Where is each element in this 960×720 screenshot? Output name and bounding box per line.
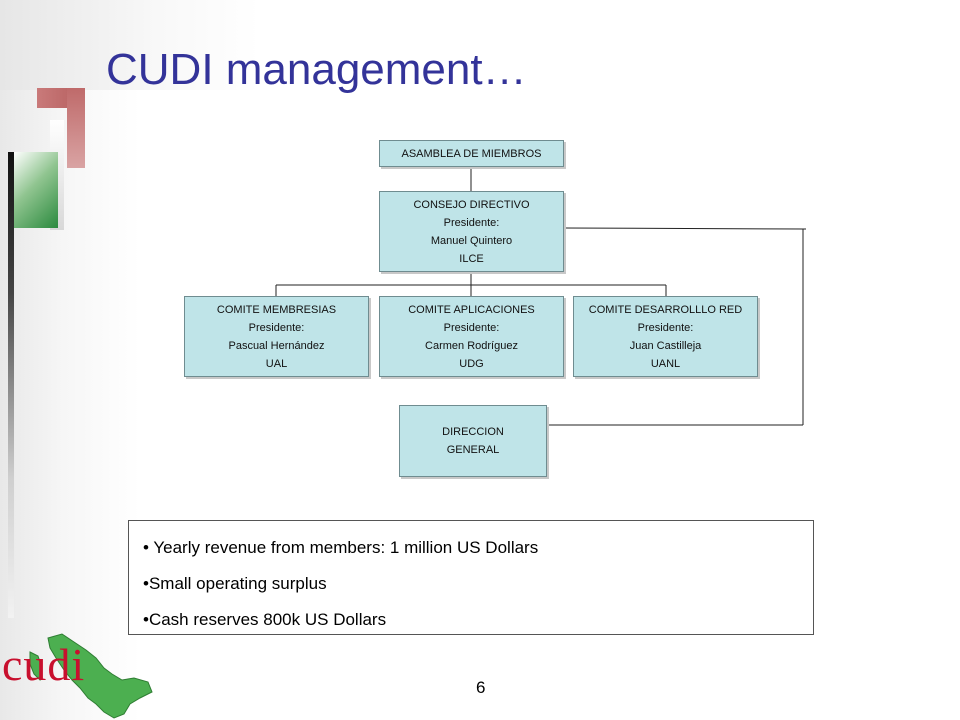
box-desarrollo-line-3: Juan Castilleja: [629, 339, 702, 352]
box-membresias-line-3: Pascual Hernández: [228, 339, 325, 352]
box-direccion-line-2: GENERAL: [446, 444, 500, 456]
box-desarrollo-line-2: Presidente:: [637, 321, 694, 334]
decorative-black-bar: [8, 152, 14, 618]
box-aplicaciones-line-4: UDG: [459, 357, 484, 370]
box-asamblea-line: ASAMBLEA DE MIEMBROS: [401, 147, 542, 160]
box-membresias-line-4: UAL: [265, 357, 288, 370]
mexico-map-icon: [29, 633, 153, 719]
box-comite-membresias: COMITE MEMBRESIAS Presidente: Pascual He…: [184, 296, 369, 377]
summary-item-reserves: •Cash reserves 800k US Dollars: [143, 610, 387, 629]
box-comite-desarrollo-red: COMITE DESARROLLLO RED Presidente: Juan …: [573, 296, 758, 377]
box-direccion-line-1: DIRECCION: [442, 426, 504, 438]
box-consejo-directivo: CONSEJO DIRECTIVO Presidente: Manuel Qui…: [379, 191, 564, 272]
box-consejo-line-3: Manuel Quintero: [430, 234, 513, 247]
box-aplicaciones-line-3: Carmen Rodríguez: [425, 339, 518, 352]
decorative-top-fade: [0, 0, 260, 90]
box-aplicaciones-line-1: COMITE APLICACIONES: [408, 303, 535, 316]
box-aplicaciones-line-2: Presidente:: [443, 321, 500, 334]
summary-item-surplus: •Small operating surplus: [143, 574, 327, 593]
box-consejo-line-1: CONSEJO DIRECTIVO: [413, 198, 530, 211]
box-asamblea: ASAMBLEA DE MIEMBROS: [379, 140, 564, 167]
summary-box: • Yearly revenue from members: 1 million…: [128, 520, 814, 635]
summary-item-revenue: • Yearly revenue from members: 1 million…: [143, 538, 539, 557]
box-comite-aplicaciones: COMITE APLICACIONES Presidente: Carmen R…: [379, 296, 564, 377]
cudi-logo: cudi: [2, 639, 86, 690]
box-desarrollo-line-4: UANL: [650, 357, 681, 370]
box-consejo-line-4: ILCE: [459, 252, 484, 265]
box-membresias-line-2: Presidente:: [248, 321, 305, 334]
box-desarrollo-line-1: COMITE DESARROLLLO RED: [588, 303, 743, 316]
decorative-green-block: [14, 152, 58, 228]
box-consejo-line-2: Presidente:: [443, 216, 500, 229]
decorative-red-side: [67, 88, 85, 168]
connector-consejo-right: [562, 227, 807, 230]
slide-title: CUDI management…: [106, 45, 527, 94]
box-membresias-line-1: COMITE MEMBRESIAS: [216, 303, 337, 316]
page-number: 6: [476, 678, 486, 697]
box-direccion-general: DIRECCION GENERAL: [399, 405, 547, 477]
